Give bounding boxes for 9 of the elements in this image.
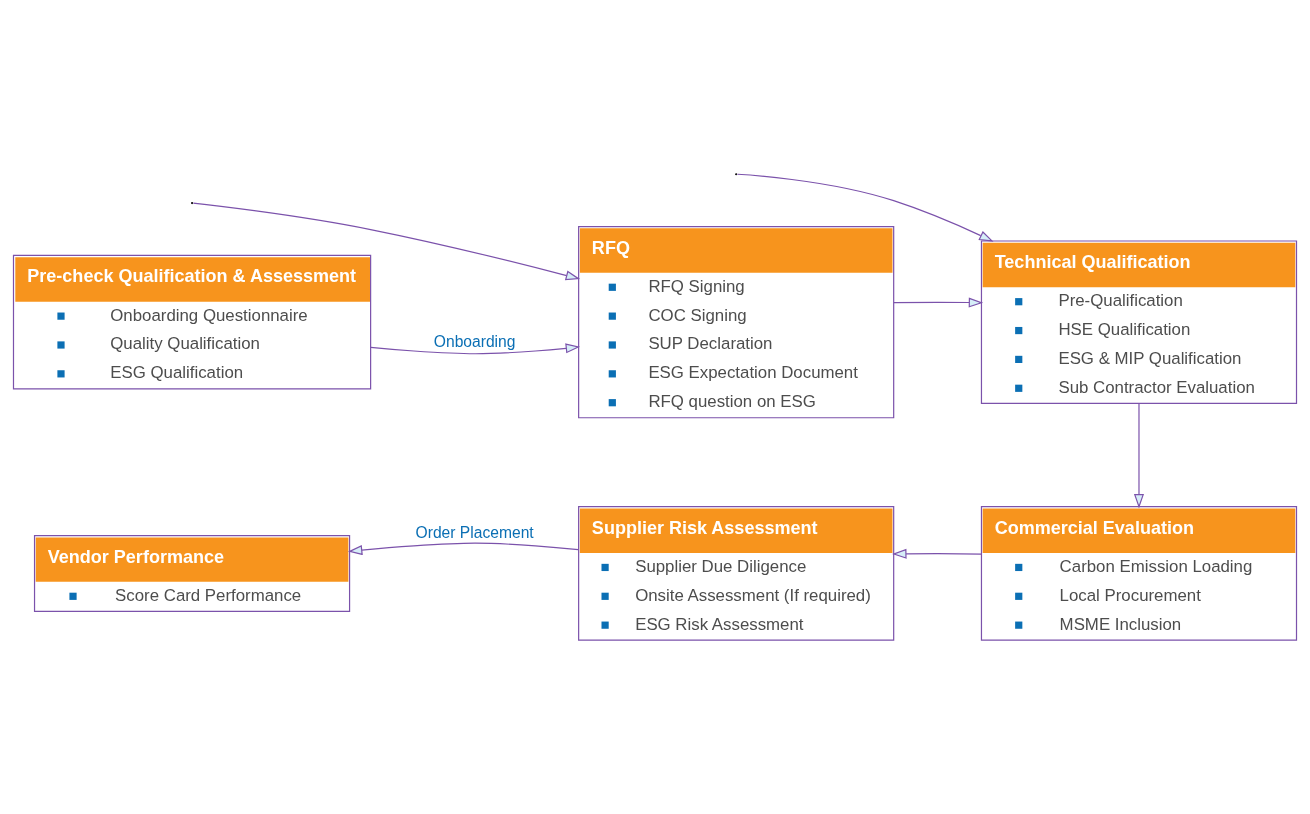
arrow xyxy=(892,548,982,559)
arrow xyxy=(893,297,984,308)
arrow xyxy=(736,173,994,242)
arrow xyxy=(370,343,581,355)
arrow xyxy=(347,542,579,556)
arrow xyxy=(192,202,581,281)
edge-label: Order Placement xyxy=(415,523,534,541)
arrow xyxy=(1133,403,1145,509)
edge-label: Onboarding xyxy=(433,332,516,350)
